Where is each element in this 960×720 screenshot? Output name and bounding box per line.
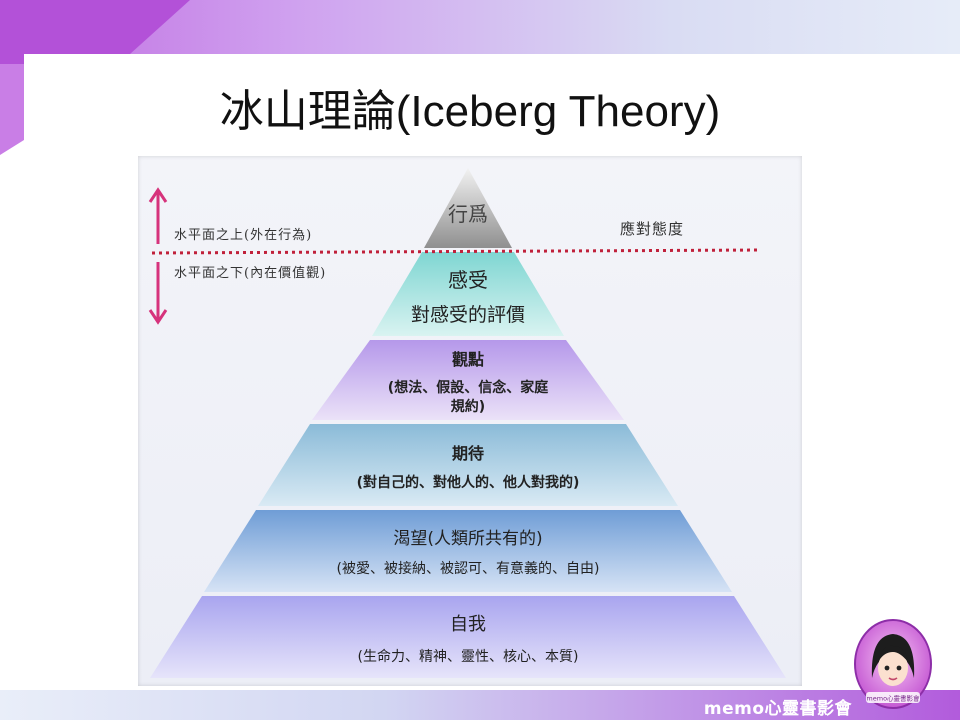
slide-title: 冰山理論(Iceberg Theory) [219, 87, 721, 136]
pyramid-level-behavior [424, 168, 512, 248]
level-behavior-title: 行爲 [448, 202, 488, 226]
top-corner-decoration [0, 0, 190, 155]
pyramid-level-feelings [372, 252, 564, 336]
level-yearnings-detail: (被愛、被接納、被認可、有意義的、自由) [336, 561, 600, 577]
pyramid-level-expectations [258, 424, 678, 506]
pyramid-level-self [150, 596, 786, 678]
down-arrow-icon [148, 262, 168, 325]
coping-stance-label: 應對態度 [620, 220, 685, 238]
bottom-band [0, 690, 960, 720]
avatar-logo: memo心靈書影會 [854, 619, 932, 709]
iceberg-diagram: 水平面之上(外在行為) 水平面之下(內在價值觀) 應對態度 行爲 感受 對感受的… [138, 156, 802, 686]
up-arrow-icon [148, 187, 168, 244]
level-expectations-title: 期待 [451, 444, 484, 463]
waterline [151, 248, 761, 255]
brand-text: memo心靈書影會 [703, 699, 852, 719]
level-self-title: 自我 [450, 614, 486, 635]
above-waterline-label: 水平面之上(外在行為) [174, 228, 313, 243]
level-feelings-title: 感受 [448, 268, 488, 292]
avatar-badge-text: memo心靈書影會 [866, 694, 920, 703]
pyramid-level-yearnings [204, 510, 732, 592]
below-waterline-label: 水平面之下(內在價值觀) [174, 266, 327, 281]
level-perceptions-title: 觀點 [451, 350, 484, 369]
level-perceptions-detail-line2: 規約) [450, 399, 486, 415]
level-expectations-detail: (對自己的、對他人的、他人對我的) [356, 475, 580, 491]
level-yearnings-title: 渴望(人類所共有的) [393, 529, 543, 549]
level-feelings-detail: 對感受的評價 [410, 304, 525, 326]
level-self-detail: (生命力、精神、靈性、核心、本質) [357, 649, 579, 665]
level-perceptions-detail: (想法、假設、信念、家庭 [387, 380, 549, 396]
pyramid-level-perceptions [312, 340, 624, 420]
pyramid-graphic [148, 168, 786, 678]
